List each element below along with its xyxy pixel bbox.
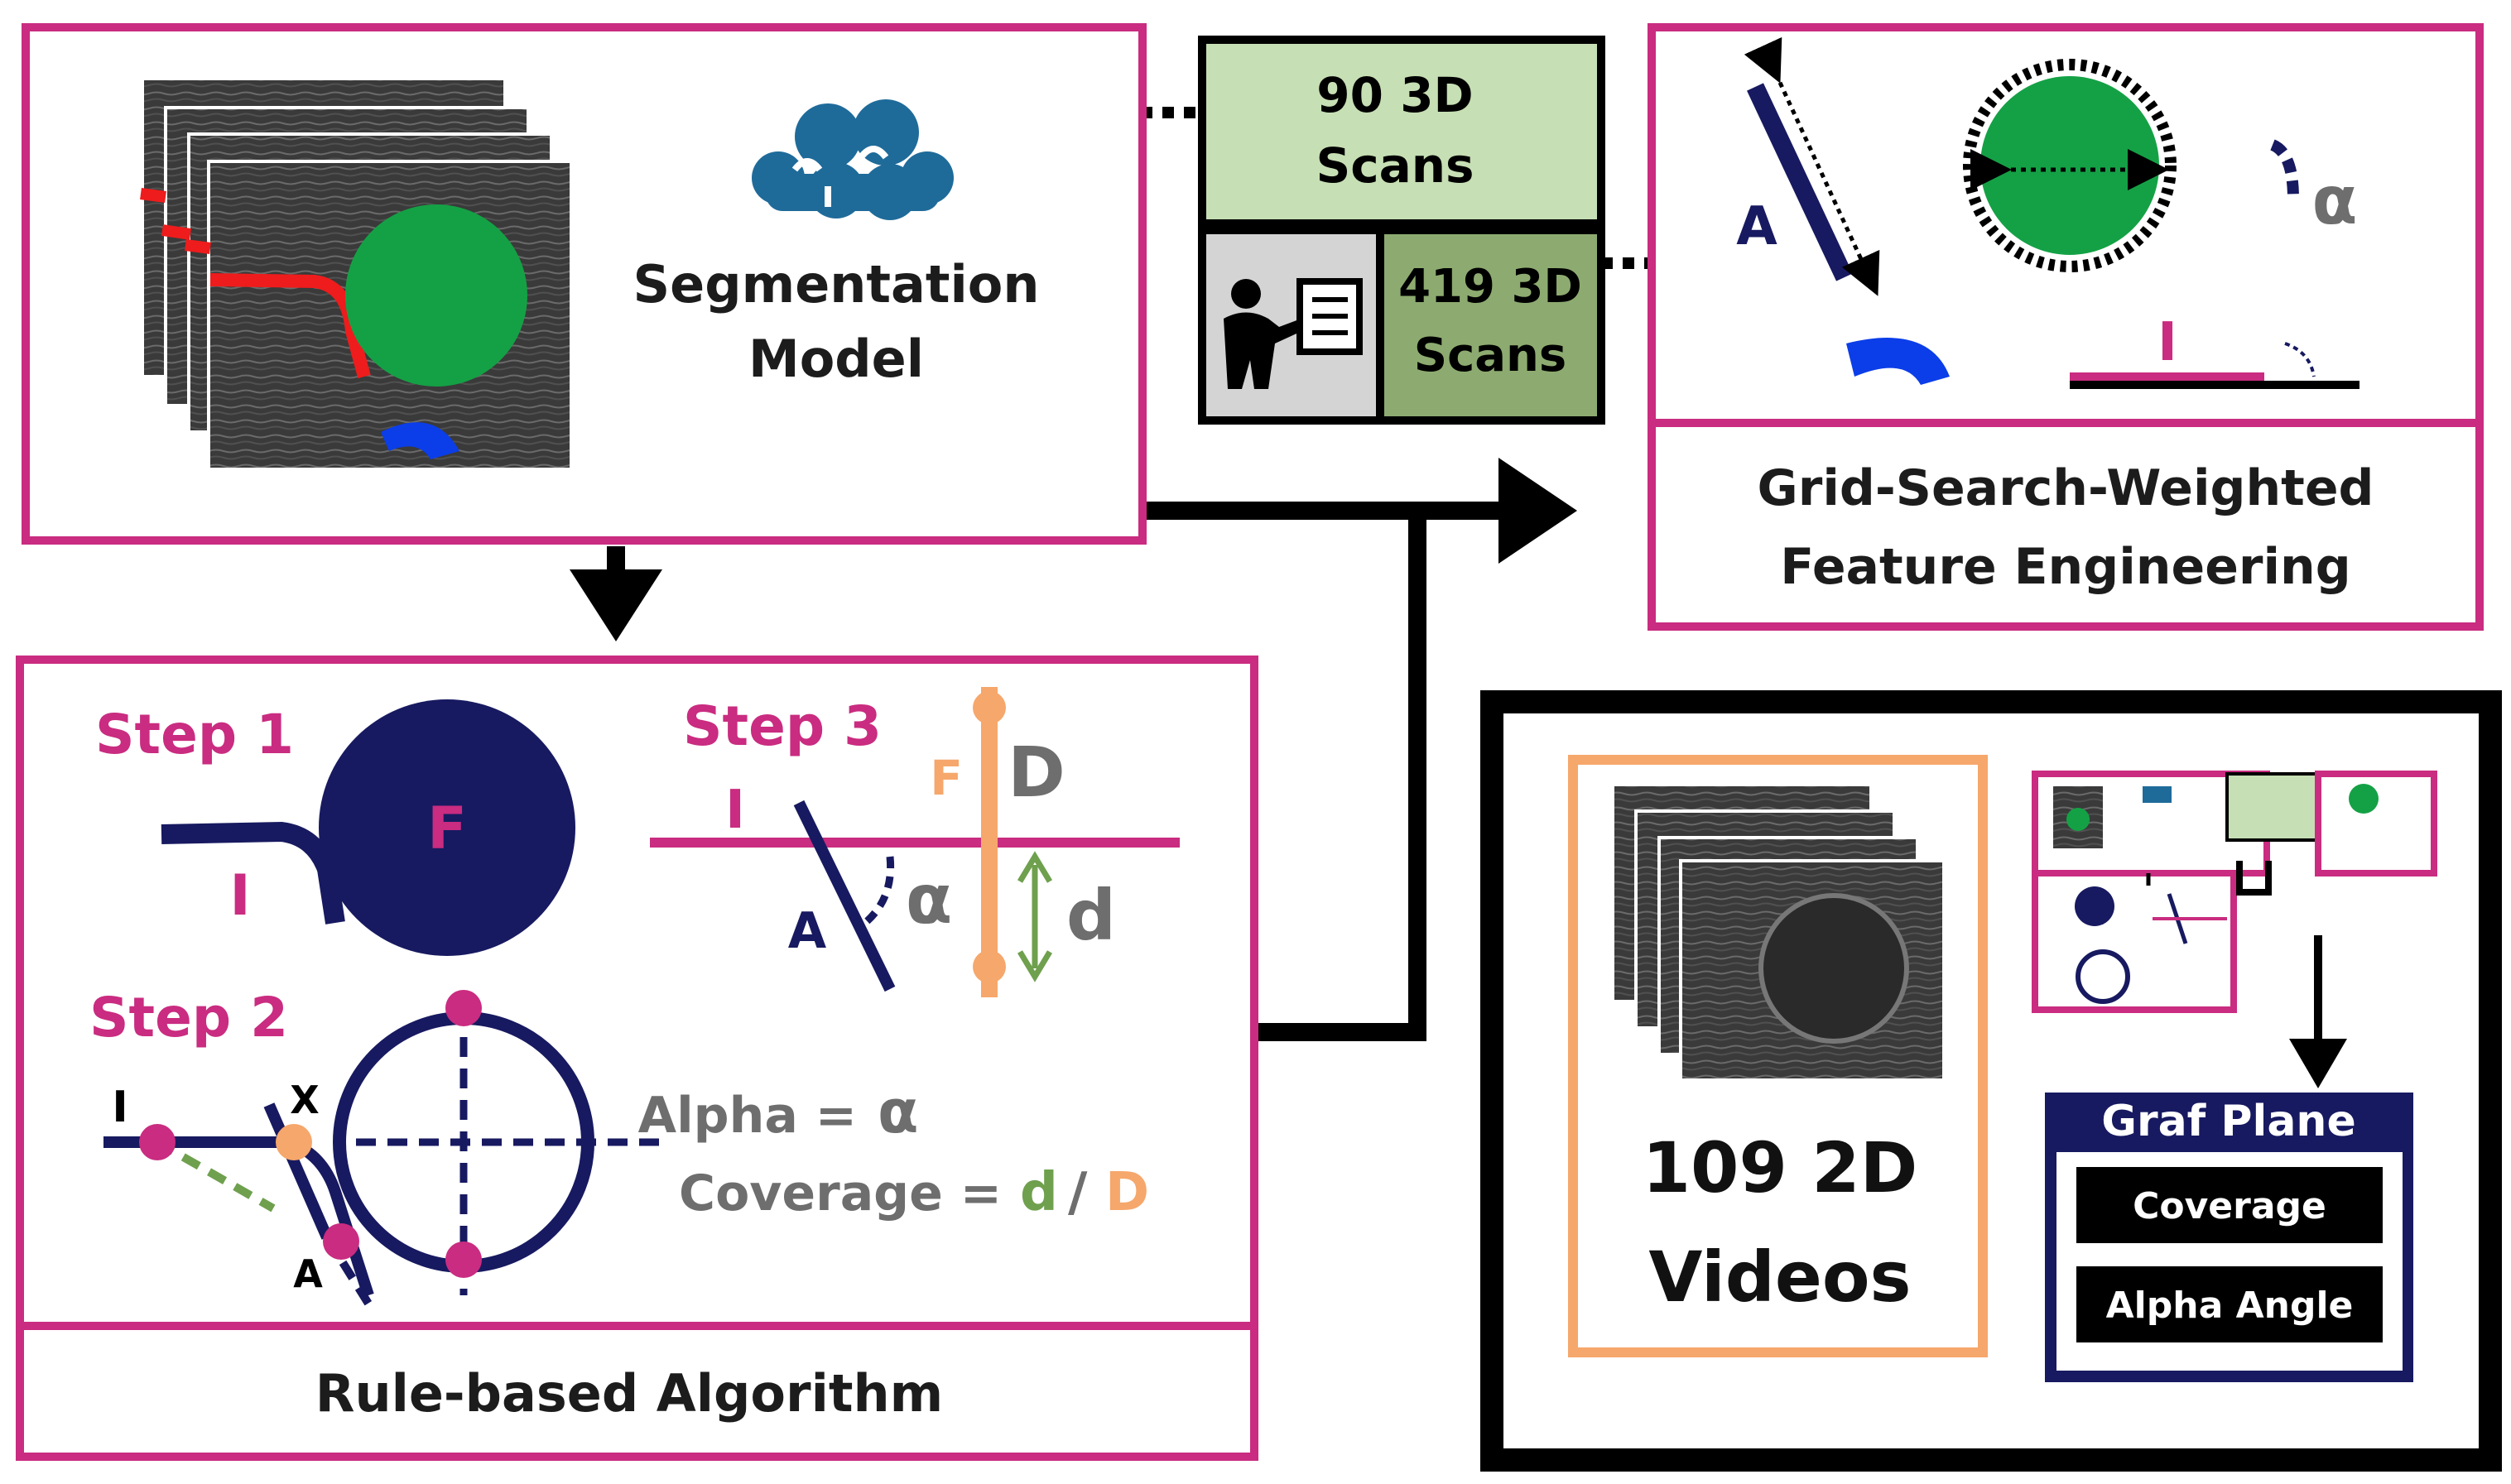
feature-engineering-box: A α I Grid-Search-Weighted Feature Engin… [1648, 23, 2484, 631]
alpha-formula-label: Alpha = [638, 1087, 857, 1145]
labrum-mask [381, 422, 459, 459]
videos-line2: Videos [1648, 1237, 1911, 1318]
step1-label-f: F [427, 795, 467, 862]
graf-alpha-angle-label: Alpha Angle [2106, 1285, 2354, 1327]
feat-label-i: I [2157, 312, 2177, 373]
femoral-head-mask [345, 204, 527, 387]
coverage-formula-label: Coverage = [679, 1165, 1002, 1222]
inference-box: 109 2D Videos Graf Plane Cov [1480, 690, 2502, 1472]
videos-line1: 109 2D [1643, 1127, 1918, 1208]
feat-label-alpha: α [2312, 162, 2358, 239]
step3-label-f: F [930, 750, 963, 806]
scans-419-line2: Scans [1414, 329, 1567, 382]
step3-label-a: A [788, 902, 827, 960]
step3-label-alpha: α [906, 861, 952, 939]
step2-label-a: A [293, 1251, 323, 1296]
step3-label: Step 3 [683, 694, 882, 758]
segmentation-box: Segmentation Model [22, 23, 1147, 545]
step3-label-i: I [725, 780, 745, 841]
arrow-to-features [1498, 458, 1577, 564]
pipeline-thumbnail [2032, 771, 2437, 1013]
scans-90-line1: 90 3D [1316, 67, 1473, 123]
arrow-to-graf-plane [2289, 1039, 2347, 1088]
teacher-icon [1224, 278, 1363, 389]
feature-title-line2: Feature Engineering [1780, 538, 2350, 596]
step3-label-small-d: d [1066, 875, 1116, 956]
connectors [570, 107, 1652, 1041]
scans-box: 90 3D Scans 419 3D Scans [1198, 36, 1605, 425]
alpha-formula-symbol: α [878, 1077, 918, 1146]
coverage-formula-big-d: D [1105, 1162, 1149, 1223]
ultrasound-stack [140, 77, 573, 471]
scans-90-line2: Scans [1316, 137, 1474, 194]
brain-icon [752, 99, 954, 220]
connector-rules-to-features [1254, 511, 1426, 1041]
graf-plane-title: Graf Plane [2101, 1097, 2355, 1146]
feat-label-a: A [1736, 196, 1777, 257]
video-stack [1611, 783, 1946, 1082]
rule-based-title: Rule-based Algorithm [315, 1363, 943, 1424]
graf-coverage-label: Coverage [2133, 1185, 2326, 1227]
graf-plane-box: Graf Plane Coverage Alpha Angle [2045, 1093, 2413, 1382]
step1-label: Step 1 [95, 703, 294, 766]
rule-based-box: Rule-based Algorithm Step 1 F I Step 2 I… [16, 656, 1258, 1461]
step2-label-i: I [112, 1083, 127, 1132]
feature-title-line1: Grid-Search-Weighted [1757, 459, 2374, 517]
segmentation-title-line1: Segmentation [633, 254, 1040, 315]
scans-419-line1: 419 3D [1398, 260, 1582, 314]
coverage-formula-d: d [1020, 1162, 1058, 1223]
coverage-formula-slash: / [1068, 1162, 1088, 1223]
arrow-to-rules [570, 569, 662, 641]
step2-label-x: X [290, 1078, 319, 1122]
step3-label-big-d: D [1008, 732, 1065, 813]
step1-label-i: I [229, 863, 250, 929]
step2-label: Step 2 [89, 986, 288, 1049]
segmentation-title-line2: Model [748, 329, 924, 389]
